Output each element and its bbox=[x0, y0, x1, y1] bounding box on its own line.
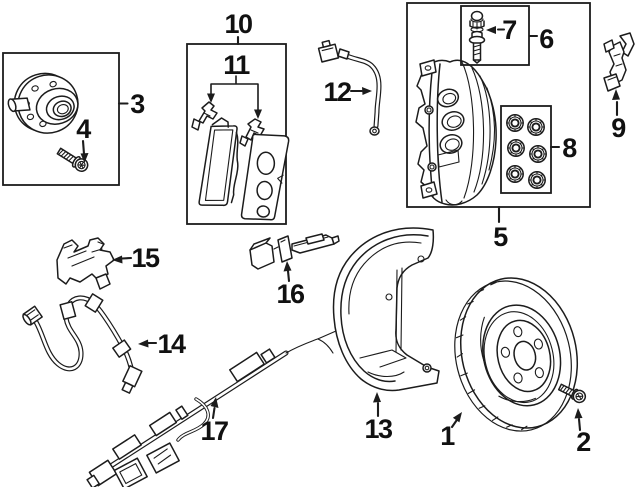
seal-kit-box bbox=[500, 105, 552, 194]
caliper-group bbox=[406, 2, 591, 208]
callout-14: 14 bbox=[138, 329, 187, 359]
part-abs-harness bbox=[86, 330, 337, 487]
arrowhead bbox=[486, 26, 496, 34]
arrowhead bbox=[138, 339, 149, 348]
callout-label-8[interactable]: 8 bbox=[562, 133, 579, 163]
callout-11: 11 bbox=[207, 50, 262, 119]
callout-3: 3 bbox=[117, 89, 147, 119]
callout-label-16[interactable]: 16 bbox=[276, 279, 306, 309]
part-brake-pad-inner bbox=[198, 117, 239, 207]
callout-label-15[interactable]: 15 bbox=[131, 243, 161, 273]
callout-label-2[interactable]: 2 bbox=[576, 427, 592, 457]
pads-group-box bbox=[186, 43, 287, 225]
part-pad-clip-left bbox=[191, 101, 218, 131]
callout-9: 9 bbox=[611, 89, 628, 143]
part-bleeder-cap bbox=[469, 10, 485, 33]
callout-label-17[interactable]: 17 bbox=[200, 416, 229, 446]
arrowhead bbox=[112, 255, 123, 264]
callout-label-9[interactable]: 9 bbox=[611, 113, 628, 143]
callout-label-11[interactable]: 11 bbox=[223, 50, 252, 80]
part-brake-caliper bbox=[415, 59, 497, 206]
callout-12: 12 bbox=[323, 77, 372, 107]
callout-label-12[interactable]: 12 bbox=[323, 77, 352, 107]
arrowhead bbox=[283, 261, 292, 272]
callout-10: 10 bbox=[224, 9, 253, 46]
arrowhead bbox=[373, 392, 381, 403]
part-guide-bolt bbox=[468, 30, 486, 64]
arrowhead bbox=[254, 109, 262, 119]
callout-8: 8 bbox=[549, 133, 579, 163]
callout-7: 7 bbox=[486, 15, 518, 45]
part-brake-pad-outer bbox=[240, 133, 290, 221]
callout-label-14[interactable]: 14 bbox=[157, 329, 187, 359]
callout-1: 1 bbox=[440, 412, 462, 451]
part-hub-bolt bbox=[56, 147, 89, 172]
callout-label-7[interactable]: 7 bbox=[502, 15, 518, 45]
part-wear-sensor-wire bbox=[317, 39, 382, 136]
part-splash-shield bbox=[332, 227, 440, 392]
arrowhead bbox=[612, 89, 620, 100]
part-hose-bracket bbox=[603, 32, 635, 92]
callout-16: 16 bbox=[276, 261, 306, 309]
hub-group-box bbox=[2, 52, 120, 186]
callout-2: 2 bbox=[574, 408, 592, 457]
part-seal-kit bbox=[505, 113, 548, 190]
arrowhead bbox=[362, 87, 372, 95]
pads-group bbox=[186, 43, 290, 225]
arrowhead bbox=[574, 408, 583, 419]
arrowhead bbox=[80, 153, 89, 163]
arrowhead bbox=[210, 397, 219, 408]
callout-15: 15 bbox=[112, 243, 161, 273]
callout-label-4[interactable]: 4 bbox=[76, 114, 93, 144]
callout-17: 17 bbox=[200, 397, 229, 446]
part-brake-hose bbox=[22, 293, 143, 394]
callout-label-13[interactable]: 13 bbox=[364, 414, 394, 444]
part-wheel-hub bbox=[7, 72, 79, 134]
callout-4: 4 bbox=[76, 114, 93, 163]
callout-6: 6 bbox=[528, 24, 556, 54]
callout-13: 13 bbox=[364, 392, 394, 444]
arrowhead bbox=[207, 93, 215, 103]
hub-group bbox=[2, 52, 120, 186]
callout-label-6[interactable]: 6 bbox=[539, 24, 556, 54]
arrowhead bbox=[452, 412, 462, 423]
part-mounting-bracket bbox=[56, 237, 115, 290]
callout-label-5[interactable]: 5 bbox=[493, 222, 510, 252]
callout-5: 5 bbox=[493, 205, 510, 252]
callout-label-1[interactable]: 1 bbox=[440, 421, 457, 451]
part-rotor-set-screw bbox=[557, 383, 587, 404]
callout-label-3[interactable]: 3 bbox=[130, 89, 147, 119]
callout-label-10[interactable]: 10 bbox=[224, 9, 253, 39]
part-brake-rotor bbox=[454, 277, 579, 432]
part-speed-sensor bbox=[249, 233, 340, 270]
